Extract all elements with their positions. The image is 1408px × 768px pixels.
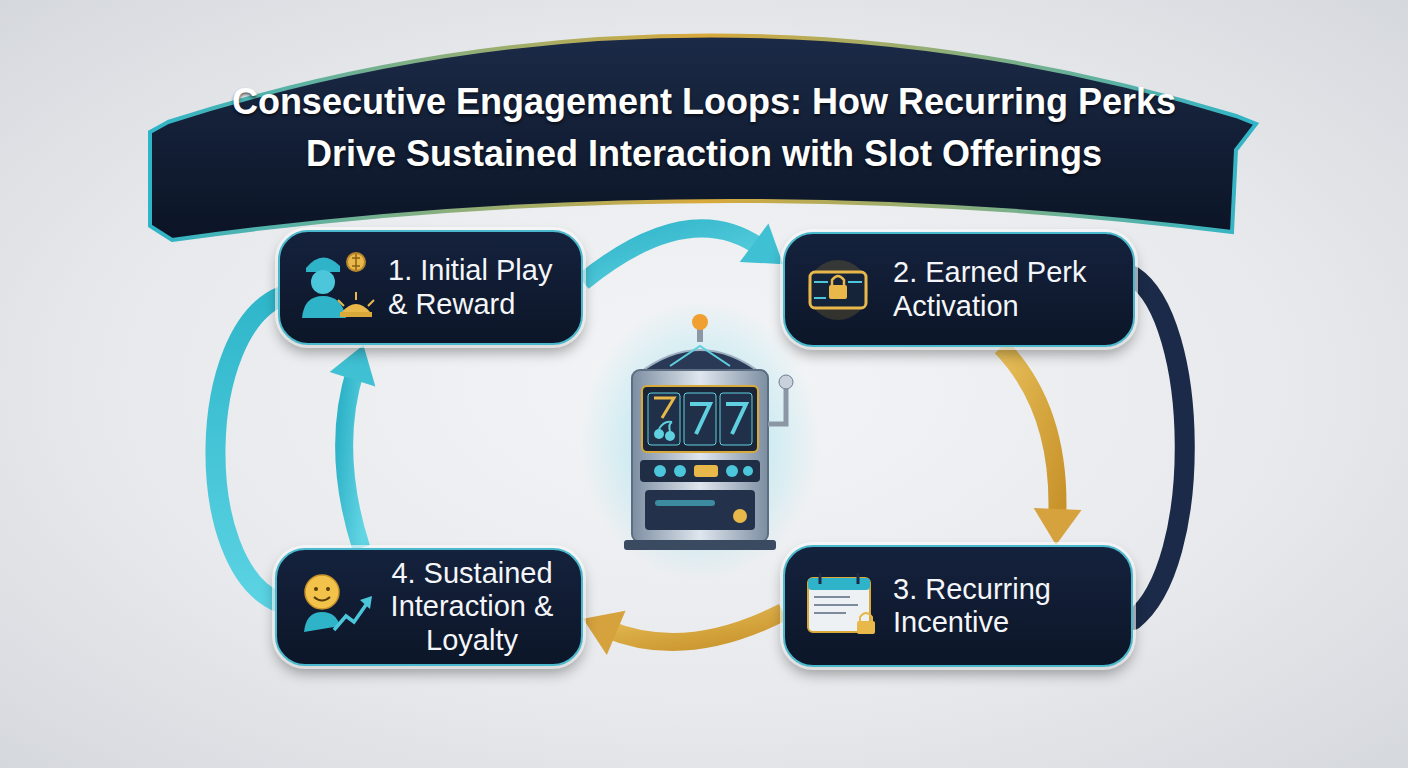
- player-coin-icon-part: [342, 304, 370, 312]
- slot-machine-part: [733, 509, 747, 523]
- node-text-group: 2. Earned Perk Activation: [893, 234, 1118, 345]
- process-box: 4. Sustained Interaction & Loyalty: [275, 548, 583, 666]
- flow-arrow: [583, 223, 783, 281]
- slot-machine-part: [632, 370, 768, 542]
- flow-arrow: [583, 611, 783, 655]
- process-box: 3. Recurring Incentive: [783, 545, 1133, 667]
- slot-machine-part: [726, 404, 746, 434]
- player-coin-icon-part: [338, 292, 374, 306]
- title-banner: [150, 35, 1256, 240]
- loyal-player-icon-part: [314, 587, 318, 591]
- box-label: 4. Sustained Interaction & Loyalty: [377, 557, 567, 657]
- slot-machine-part: [779, 375, 793, 389]
- arrow-shaft: [583, 228, 763, 281]
- node-text-group: 1. Initial Play & Reward: [388, 232, 573, 343]
- slot-machine-part: [690, 404, 710, 434]
- perk-card-icon: [808, 260, 868, 320]
- slot-machine-part: [768, 388, 786, 424]
- banner-shape: [150, 35, 1256, 240]
- arrow-head: [1034, 508, 1082, 545]
- player-coin-icon-part: [347, 253, 365, 271]
- process-box: 1. Initial Play & Reward: [278, 230, 583, 345]
- calendar-icon-part: [820, 573, 858, 584]
- loyal-player-icon-part: [305, 575, 339, 609]
- box-label: 1. Initial Play & Reward: [388, 254, 573, 321]
- player-coin-icon: [302, 253, 374, 318]
- slot-machine-part: [655, 500, 715, 506]
- calendar-icon-part: [857, 621, 875, 634]
- box-label: 2. Earned Perk Activation: [893, 256, 1118, 323]
- calendar-icon-part: [808, 578, 870, 590]
- loyal-player-icon-part: [314, 597, 330, 601]
- flow-arrow: [1001, 347, 1081, 545]
- player-coin-icon-part: [302, 296, 346, 318]
- calendar-icon: [808, 573, 875, 634]
- loyal-player-icon-part: [334, 602, 368, 630]
- slot-machine-part: [580, 300, 820, 580]
- flow-arrow: [330, 345, 376, 548]
- arrow-head: [740, 223, 783, 264]
- slot-machine-part: [743, 466, 753, 476]
- slot-machine: [580, 300, 820, 580]
- player-coin-icon-part: [306, 257, 340, 272]
- slot-machine-part: [642, 386, 758, 452]
- arrow-head: [330, 345, 376, 387]
- arrow-shaft: [1001, 347, 1057, 520]
- slot-machine-part: [720, 393, 752, 445]
- slot-machine-part: [665, 431, 675, 441]
- slot-machine-part: [674, 465, 686, 477]
- slot-machine-part: [654, 429, 664, 439]
- perk-card-icon-part: [832, 276, 844, 286]
- node-text-group: 3. Recurring Incentive: [893, 547, 1108, 665]
- ring-arc: [215, 296, 282, 602]
- calendar-icon-part: [814, 597, 858, 613]
- calendar-icon-part: [808, 578, 870, 632]
- slot-machine-part: [648, 393, 680, 445]
- slot-machine-part: [692, 314, 708, 330]
- slot-machine-part: [654, 398, 674, 418]
- slot-machine-part: [640, 460, 760, 482]
- loyal-player-icon: [304, 575, 372, 632]
- slot-machine-part: [726, 465, 738, 477]
- node-text-group: 4. Sustained Interaction & Loyalty: [377, 550, 567, 664]
- perk-card-icon-part: [814, 282, 862, 298]
- slot-machine-part: [684, 393, 716, 445]
- loop-ring: [215, 276, 1184, 620]
- loyal-player-icon-part: [360, 596, 372, 609]
- perk-card-icon-part: [810, 272, 866, 308]
- box-label: 3. Recurring Incentive: [893, 573, 1108, 640]
- arrow-shaft: [606, 612, 783, 642]
- loyal-player-icon-part: [304, 612, 340, 632]
- diagram-title: Consecutive Engagement Loops: How Recurr…: [204, 76, 1204, 180]
- slot-machine-part: [670, 346, 730, 366]
- perk-card-icon-part: [808, 260, 868, 320]
- slot-machine-part: [645, 490, 755, 530]
- player-coin-icon-part: [340, 312, 372, 317]
- player-coin-icon-part: [352, 254, 360, 270]
- player-coin-icon-part: [311, 270, 335, 294]
- perk-card-icon-part: [829, 285, 847, 299]
- slot-machine-part: [659, 422, 672, 431]
- ring-arc: [1133, 276, 1185, 620]
- calendar-icon-part: [860, 613, 872, 622]
- slot-machine-part: [694, 465, 718, 477]
- slot-machine-part: [624, 540, 776, 550]
- arrow-head: [583, 611, 626, 655]
- slot-machine-part: [654, 465, 666, 477]
- process-box: 2. Earned Perk Activation: [783, 232, 1135, 347]
- loyal-player-icon-part: [326, 587, 330, 591]
- arrow-shaft: [344, 369, 361, 548]
